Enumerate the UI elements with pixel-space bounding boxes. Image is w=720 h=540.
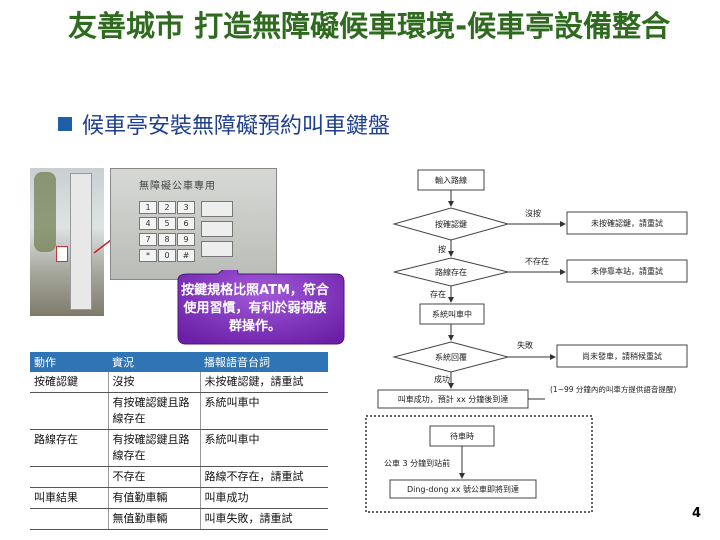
node-press-confirm-label: 按確認鍵	[435, 219, 467, 229]
edge-failed-label: 失敗	[517, 340, 533, 350]
node-dingdong	[389, 479, 537, 499]
bus-stop-pole	[70, 173, 92, 310]
column-header: 播報語音台詞	[200, 352, 328, 372]
table-cell: 有值勤車輛	[108, 487, 201, 509]
voice-message-table: 動作 實況 播報語音台詞 按確認鍵 沒按 未按確認鍵，請重試 有按確認鍵且路線存…	[30, 352, 328, 530]
column-header: 實況	[108, 352, 200, 372]
key: 8	[158, 233, 176, 246]
keypad-location-marker	[56, 246, 68, 262]
table-cell: 系統叫車中	[200, 392, 328, 430]
node-failed-msg-label: 尚未發車，請稍候重試	[582, 351, 662, 361]
callout-bubble: 按鍵規格比照ATM，符合使用習慣，有利於弱視族群操作。	[158, 270, 348, 348]
key: #	[177, 249, 195, 262]
function-key	[201, 241, 233, 257]
node-not-exist-msg	[566, 259, 688, 283]
bus-stop-photo	[30, 168, 104, 316]
function-keys	[201, 201, 233, 257]
edge-not-exist-label: 不存在	[525, 256, 549, 266]
node-calling	[419, 303, 485, 325]
key: 5	[158, 217, 176, 230]
function-key	[201, 221, 233, 237]
column-header: 動作	[30, 352, 108, 372]
node-not-exist-msg-label: 未停靠本站，請重試	[591, 266, 663, 276]
table-cell	[30, 392, 109, 430]
edge-exists-label: 存在	[430, 289, 446, 299]
table-cell: 按確認鍵	[30, 372, 109, 393]
node-failed-msg	[556, 344, 688, 368]
edge-bus-3min-label: 公車 3 分鐘到站前	[384, 458, 450, 468]
table-cell: 無值勤車輛	[108, 508, 201, 530]
edge-not-pressed-label: 沒按	[525, 208, 541, 218]
page-title: 友善城市 打造無障礙候車環境-候車亭設備整合	[68, 9, 671, 43]
table-cell: 有按確認鍵且路線存在	[108, 392, 201, 430]
callout-shape	[177, 270, 345, 345]
table-row: 按確認鍵 沒按 未按確認鍵，請重試	[30, 372, 328, 393]
keypad-photo: 無障礙公車專用 1 2 3 4 5 6 7 8 9 * 0 #	[110, 168, 277, 280]
table-cell: 有按確認鍵且路線存在	[108, 429, 201, 467]
waiting-group	[365, 415, 593, 513]
table-header-row: 動作 實況 播報語音台詞	[30, 352, 328, 372]
node-route-exists-label: 路線存在	[435, 267, 467, 277]
key: *	[139, 249, 157, 262]
table-cell: 未按確認鍵，請重試	[200, 372, 328, 393]
table-row: 無值勤車輛 叫車失敗，請重試	[30, 508, 328, 530]
bullet-text: 候車亭安裝無障礙預約叫車鍵盤	[82, 114, 391, 139]
node-dingdong-label: Ding-dong xx 號公車即將到達	[407, 484, 519, 494]
page-number: 4	[692, 506, 702, 521]
edge-pressed-label: 按	[438, 244, 446, 254]
photo-group: 無障礙公車專用 1 2 3 4 5 6 7 8 9 * 0 #	[30, 168, 277, 318]
table-cell: 系統叫車中	[200, 429, 328, 467]
bullet-square-icon	[58, 117, 72, 131]
bullet-point: 候車亭安裝無障礙預約叫車鍵盤	[58, 108, 390, 140]
table-cell: 不存在	[108, 466, 201, 488]
node-system-reply-label: 系統回覆	[435, 352, 467, 362]
table-cell	[30, 466, 109, 488]
table-cell: 叫車結果	[30, 487, 109, 509]
table-cell: 叫車成功	[200, 487, 328, 509]
node-waiting-label: 待車時	[450, 431, 474, 441]
key: 7	[139, 233, 157, 246]
edge-success-label: 成功	[434, 374, 450, 384]
table-cell: 沒按	[108, 372, 201, 393]
table-row: 有按確認鍵且路線存在 系統叫車中	[30, 392, 328, 430]
node-success-msg-label: 叫車成功，預計 xx 分鐘後到達	[398, 394, 509, 404]
callout-text: 按鍵規格比照ATM，符合使用習慣，有利於弱視族群操作。	[181, 283, 329, 334]
key: 3	[177, 201, 195, 214]
key: 6	[177, 217, 195, 230]
table-row: 不存在 路線不存在，請重試	[30, 466, 328, 488]
key: 2	[158, 201, 176, 214]
function-key	[201, 201, 233, 217]
node-input-route-label: 輸入路線	[435, 175, 467, 185]
key: 4	[139, 217, 157, 230]
note-label: (1~99 分鐘內的叫車方提供語音提醒)	[550, 384, 676, 394]
table-cell: 路線存在	[30, 429, 109, 467]
table-row: 叫車結果 有值勤車輛 叫車成功	[30, 487, 328, 509]
call-flowchart: 輸入路線 按確認鍵 沒按 未按確認鍵，請重試 按 路線存在 不存在 未停靠本站，…	[365, 169, 688, 513]
tree-shape	[34, 172, 56, 252]
table-row: 路線存在 有按確認鍵且路線存在 系統叫車中	[30, 429, 328, 467]
table-cell: 叫車失敗，請重試	[200, 508, 328, 530]
key: 9	[177, 233, 195, 246]
table-cell: 路線不存在，請重試	[200, 466, 328, 488]
node-not-pressed-msg	[566, 211, 688, 235]
key: 1	[139, 201, 157, 214]
table-cell	[30, 508, 109, 530]
keypad-grid: 1 2 3 4 5 6 7 8 9 * 0 #	[139, 201, 195, 262]
keypad-plate-title: 無障礙公車專用	[139, 181, 216, 192]
node-calling-label: 系統叫車中	[432, 309, 472, 319]
node-not-pressed-msg-label: 未按確認鍵，請重試	[591, 218, 663, 228]
key: 0	[158, 249, 176, 262]
